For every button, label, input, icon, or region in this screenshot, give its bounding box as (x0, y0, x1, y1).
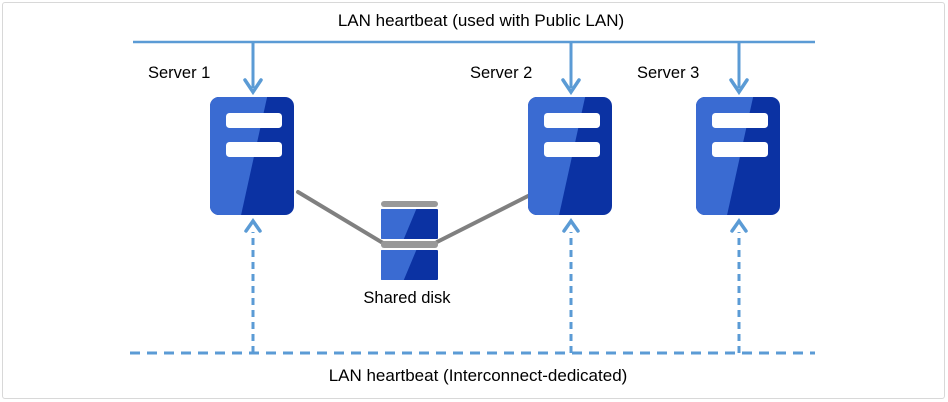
arrow-down-icon (729, 43, 749, 96)
top-heartbeat-label: LAN heartbeat (used with Public LAN) (337, 11, 625, 30)
server-tower-icon (210, 97, 294, 215)
server-drive-bay (712, 113, 768, 128)
arrow-up-dashed-icon (730, 217, 748, 353)
disk-link-server1 (296, 190, 385, 245)
disk-body (381, 209, 438, 239)
server-1-label: Server 1 (148, 64, 211, 82)
arrow-down-icon (561, 43, 581, 96)
arrow-up-dashed-icon (244, 217, 262, 353)
storage-disk-icon (381, 201, 438, 281)
bottom-heartbeat-label: LAN heartbeat (Interconnect-dedicated) (328, 366, 628, 385)
server-drive-bay (226, 142, 282, 157)
server-tower-icon (696, 97, 780, 215)
shared-disk-label: Shared disk (363, 289, 451, 307)
server-drive-bay (544, 142, 600, 157)
server-drive-bay (544, 113, 600, 128)
disk-platter-bar (381, 201, 438, 207)
server-tower-icon (528, 97, 612, 215)
disk-link-server2 (435, 194, 530, 244)
arrow-down-icon (243, 43, 263, 96)
disk-platter-bar (381, 241, 438, 248)
server-drive-bay (226, 113, 282, 128)
disk-body (381, 250, 438, 280)
arrow-up-dashed-icon (562, 217, 580, 353)
server-3-label: Server 3 (637, 64, 700, 82)
server-drive-bay (712, 142, 768, 157)
server-2-label: Server 2 (470, 64, 533, 82)
